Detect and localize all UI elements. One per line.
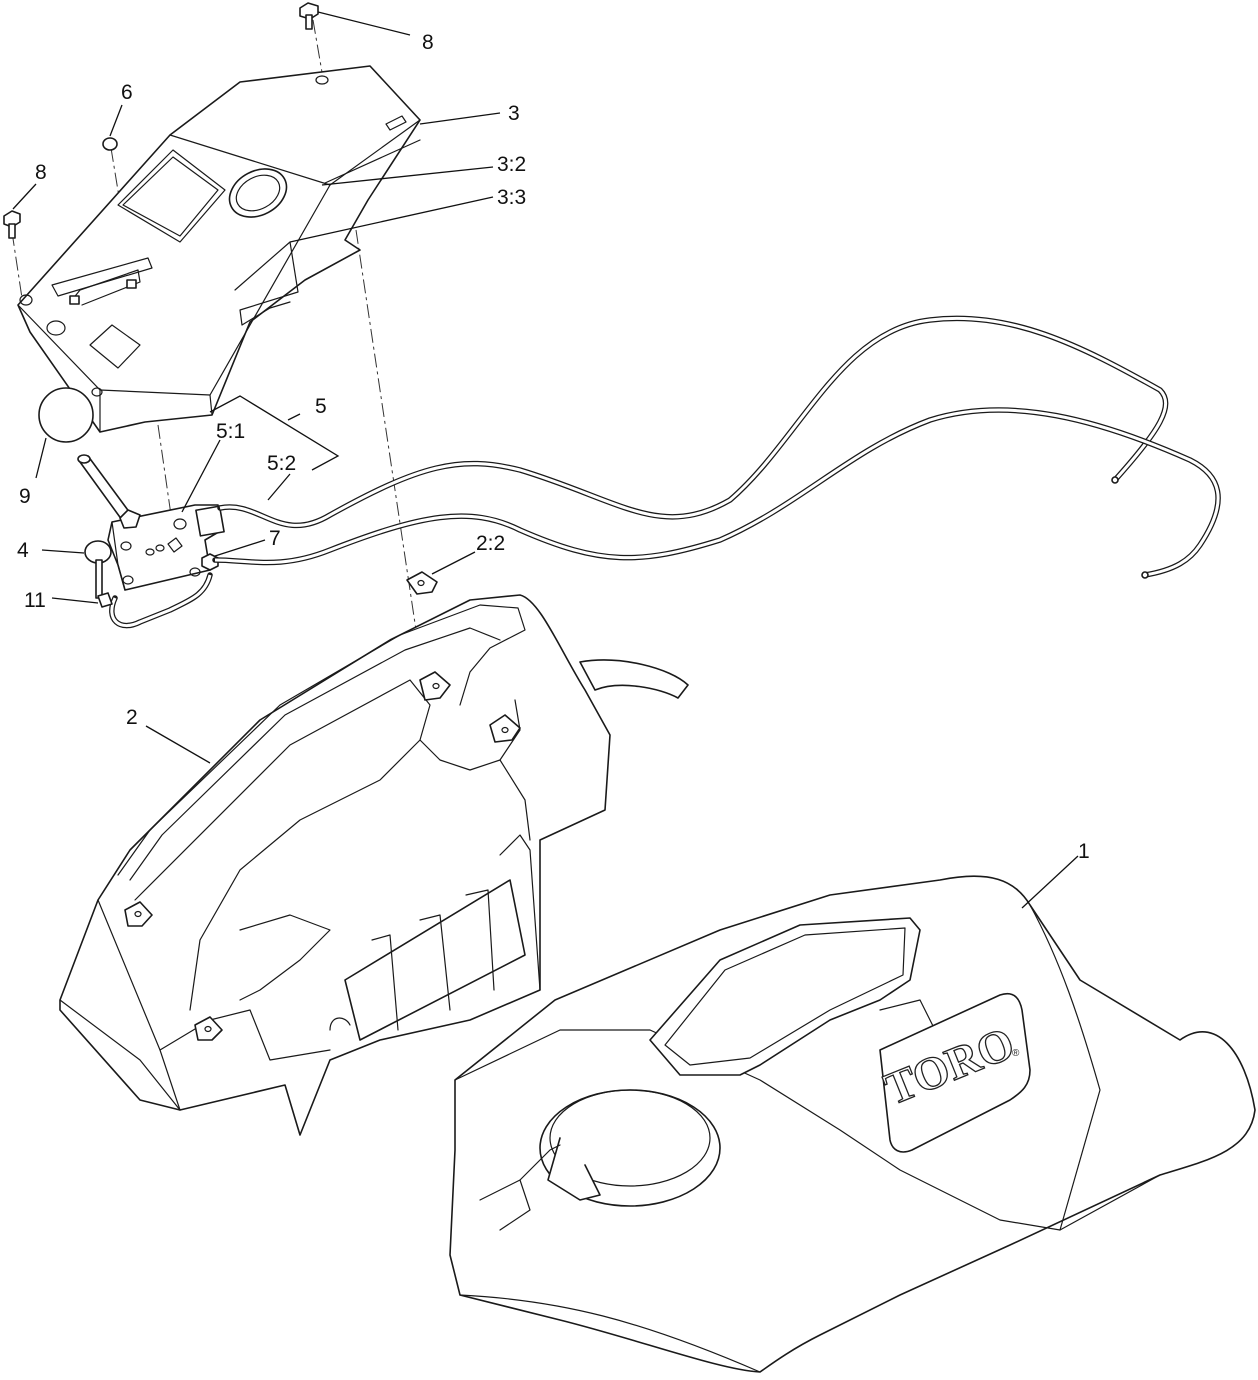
callout-4: 4: [17, 539, 29, 562]
bolt-top: [299, 2, 319, 30]
lower-housing: [59, 594, 689, 1136]
callout-1: 1: [1078, 840, 1090, 863]
throttle-assembly: [77, 315, 1221, 629]
upper-cover: TORO ®: [449, 875, 1256, 1373]
bolt-left: [3, 210, 21, 239]
callout-11: 11: [24, 589, 46, 612]
callout-3-2: 3:2: [497, 153, 526, 176]
callout-labels: 8 3 6 3:2 8 3:3 5 5:1 5:2 9 7 4 2:2 11 2…: [17, 31, 1090, 863]
cable-fitting: [97, 592, 113, 608]
registered-mark: ®: [1012, 1048, 1020, 1059]
callout-3-3: 3:3: [497, 186, 526, 209]
callout-7: 7: [269, 527, 281, 550]
callout-2: 2: [126, 706, 138, 729]
callout-9: 9: [19, 485, 31, 508]
callout-2-2: 2:2: [476, 532, 505, 555]
callout-8-top: 8: [422, 31, 434, 54]
clip: [406, 571, 438, 595]
callout-3: 3: [508, 102, 520, 125]
callout-5-1: 5:1: [216, 420, 245, 443]
control-panel: [17, 65, 421, 433]
callout-8-left: 8: [35, 161, 47, 184]
knob-ball: [38, 387, 94, 443]
callout-6: 6: [121, 81, 133, 104]
leader-lines: [12, 11, 1079, 909]
callout-5-2: 5:2: [267, 452, 296, 475]
pin: [102, 137, 118, 151]
choke-knob: [84, 540, 112, 599]
callout-5: 5: [315, 395, 327, 418]
